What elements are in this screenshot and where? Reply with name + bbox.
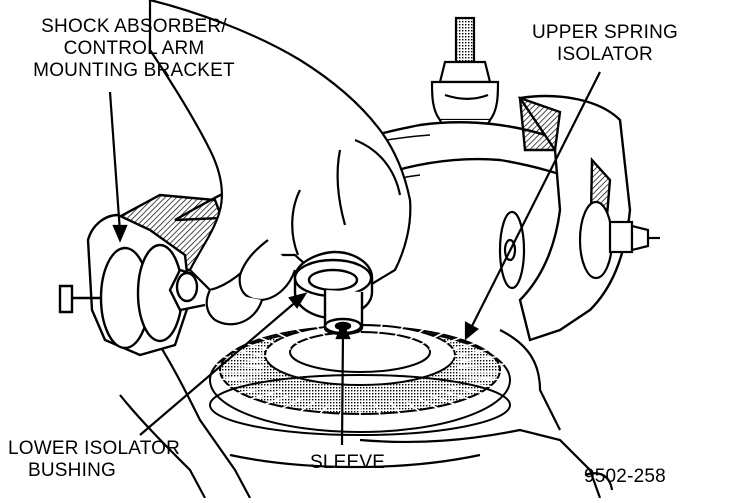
isolator-ridge xyxy=(439,390,479,403)
isolator-ridge xyxy=(439,341,479,354)
label-lower-bushing-line-2: BUSHING xyxy=(28,460,116,481)
label-shock-bracket-line-3: MOUNTING BRACKET xyxy=(33,60,235,81)
label-upper-isolator-line-1: UPPER SPRING xyxy=(532,22,678,43)
label-lower-isolator-bushing: LOWER ISOLATOR BUSHING xyxy=(8,438,218,482)
label-upper-spring-isolator: UPPER SPRING ISOLATOR xyxy=(520,22,690,66)
isolator-ridge xyxy=(241,390,281,403)
technician-hand xyxy=(148,0,412,326)
isolator-ridge xyxy=(215,376,264,381)
leader-lines xyxy=(108,71,601,446)
isolator-ridge xyxy=(314,401,331,421)
label-shock-bracket-line-1: SHOCK ABSORBER/ xyxy=(41,16,227,37)
isolator-ridge xyxy=(404,399,427,418)
isolator-ridge xyxy=(456,376,505,381)
upper-mount xyxy=(430,16,500,133)
isolator-ridge xyxy=(241,341,281,354)
isolator-ridge xyxy=(456,363,505,368)
isolator-ridge xyxy=(256,393,291,409)
isolator-ridge xyxy=(293,326,316,345)
isolator-ridge xyxy=(336,403,346,422)
isolator-ridge xyxy=(293,399,316,418)
isolator-ridge xyxy=(256,335,291,351)
isolator-ridge xyxy=(273,330,303,347)
isolator-ridge xyxy=(453,355,499,363)
isolator-ridge xyxy=(229,385,273,396)
isolator-ridge xyxy=(221,355,267,363)
isolator-ridge xyxy=(429,335,464,351)
shock-mounting-bracket xyxy=(58,193,232,357)
label-sleeve: SLEEVE xyxy=(310,452,386,473)
isolator-ridge xyxy=(314,323,331,343)
isolator-ridge xyxy=(374,403,384,422)
label-shock-bracket-line-2: CONTROL ARM xyxy=(63,38,205,59)
steering-knuckle xyxy=(119,329,614,499)
isolator-ridge xyxy=(389,323,406,343)
isolator-ridge xyxy=(374,322,384,341)
figure-id: 9502-258 xyxy=(584,466,666,487)
isolator-ridge xyxy=(429,393,464,409)
isolator-ridge xyxy=(417,330,447,347)
isolator-ridge xyxy=(404,326,427,345)
label-shock-bracket: SHOCK ABSORBER/ CONTROL ARM MOUNTING BRA… xyxy=(28,16,240,82)
coil-spring-isolator xyxy=(209,322,511,436)
isolator-ridge xyxy=(447,348,491,359)
isolator-ridge xyxy=(389,401,406,421)
label-upper-isolator-line-2: ISOLATOR xyxy=(557,44,653,65)
label-lower-bushing-line-1: LOWER ISOLATOR xyxy=(8,438,181,459)
isolator-ridge xyxy=(417,397,447,414)
isolator-ridge xyxy=(273,397,303,414)
isolator-ridge xyxy=(447,385,491,396)
